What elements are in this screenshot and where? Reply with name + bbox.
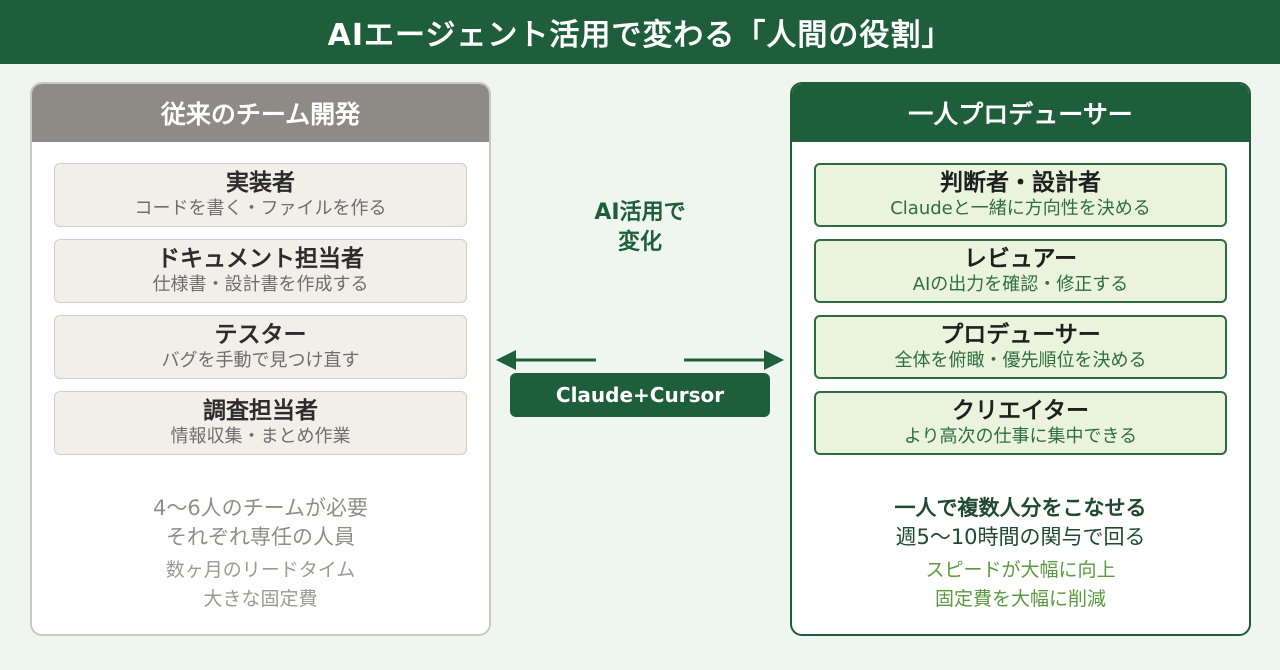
role-card-producer: プロデューサー 全体を俯瞰・優先順位を決める	[814, 315, 1227, 379]
role-card-documentation: ドキュメント担当者 仕様書・設計書を作成する	[54, 239, 467, 303]
right-arrow-icon	[684, 350, 784, 370]
solo-producer-heading: 一人プロデューサー	[792, 84, 1249, 142]
traditional-team-heading: 従来のチーム開発	[32, 84, 489, 142]
role-card-implementer: 実装者 コードを書く・ファイルを作る	[54, 163, 467, 227]
role-card-tester: テスター バグを手動で見つけ直す	[54, 315, 467, 379]
role-description: 全体を俯瞰・優先順位を決める	[894, 350, 1147, 371]
summary-line: 4〜6人のチームが必要	[152, 496, 369, 520]
summary-line: 一人で複数人分をこなせる	[894, 496, 1147, 520]
summary-note: スピードが大幅に向上	[925, 559, 1116, 581]
role-description: バグを手動で見つけ直す	[161, 350, 360, 371]
transition-label-line1: AI活用で	[594, 200, 686, 225]
traditional-roles-list: 実装者 コードを書く・ファイルを作る ドキュメント担当者 仕様書・設計書を作成す…	[54, 163, 467, 467]
role-title: プロデューサー	[940, 322, 1101, 348]
role-title: 実装者	[226, 170, 295, 196]
traditional-summary: 4〜6人のチームが必要 それぞれ専任の人員 数ヶ月のリードタイム 大きな固定費	[32, 494, 489, 614]
transition-label-line2: 変化	[617, 230, 662, 255]
summary-note: 数ヶ月のリードタイム	[165, 559, 356, 581]
summary-line: それぞれ専任の人員	[166, 525, 355, 549]
role-title: テスター	[214, 322, 307, 348]
role-title: 判断者・設計者	[940, 170, 1101, 196]
traditional-team-panel: 従来のチーム開発 実装者 コードを書く・ファイルを作る ドキュメント担当者 仕様…	[30, 82, 491, 636]
page-title: AIエージェント活用で変わる「人間の役割」	[0, 0, 1280, 64]
role-card-reviewer: レビュアー AIの出力を確認・修正する	[814, 239, 1227, 303]
role-card-creator: クリエイター より高次の仕事に集中できる	[814, 391, 1227, 455]
producer-summary: 一人で複数人分をこなせる 週5〜10時間の関与で回る スピードが大幅に向上 固定…	[792, 494, 1249, 614]
transition-arrows	[496, 350, 784, 370]
role-title: ドキュメント担当者	[157, 246, 364, 272]
role-description: 情報収集・まとめ作業	[170, 426, 351, 447]
role-description: 仕様書・設計書を作成する	[152, 274, 369, 295]
summary-note: 大きな固定費	[203, 588, 318, 610]
role-description: コードを書く・ファイルを作る	[134, 198, 387, 219]
transition-label: AI活用で 変化	[540, 198, 740, 258]
summary-line: 週5〜10時間の関与で回る	[895, 525, 1146, 549]
summary-note: 固定費を大幅に削減	[934, 588, 1106, 610]
role-description: AIの出力を確認・修正する	[912, 274, 1129, 295]
role-title: 調査担当者	[203, 398, 318, 424]
role-title: レビュアー	[963, 246, 1078, 272]
role-title: クリエイター	[951, 398, 1090, 424]
role-card-decision-maker: 判断者・設計者 Claudeと一緒に方向性を決める	[814, 163, 1227, 227]
producer-roles-list: 判断者・設計者 Claudeと一緒に方向性を決める レビュアー AIの出力を確認…	[814, 163, 1227, 467]
role-description: Claudeと一緒に方向性を決める	[890, 198, 1151, 219]
left-arrow-icon	[496, 350, 596, 370]
role-description: より高次の仕事に集中できる	[903, 426, 1138, 447]
role-card-researcher: 調査担当者 情報収集・まとめ作業	[54, 391, 467, 455]
solo-producer-panel: 一人プロデューサー 判断者・設計者 Claudeと一緒に方向性を決める レビュア…	[790, 82, 1251, 636]
tool-badge: Claude+Cursor	[510, 373, 770, 417]
